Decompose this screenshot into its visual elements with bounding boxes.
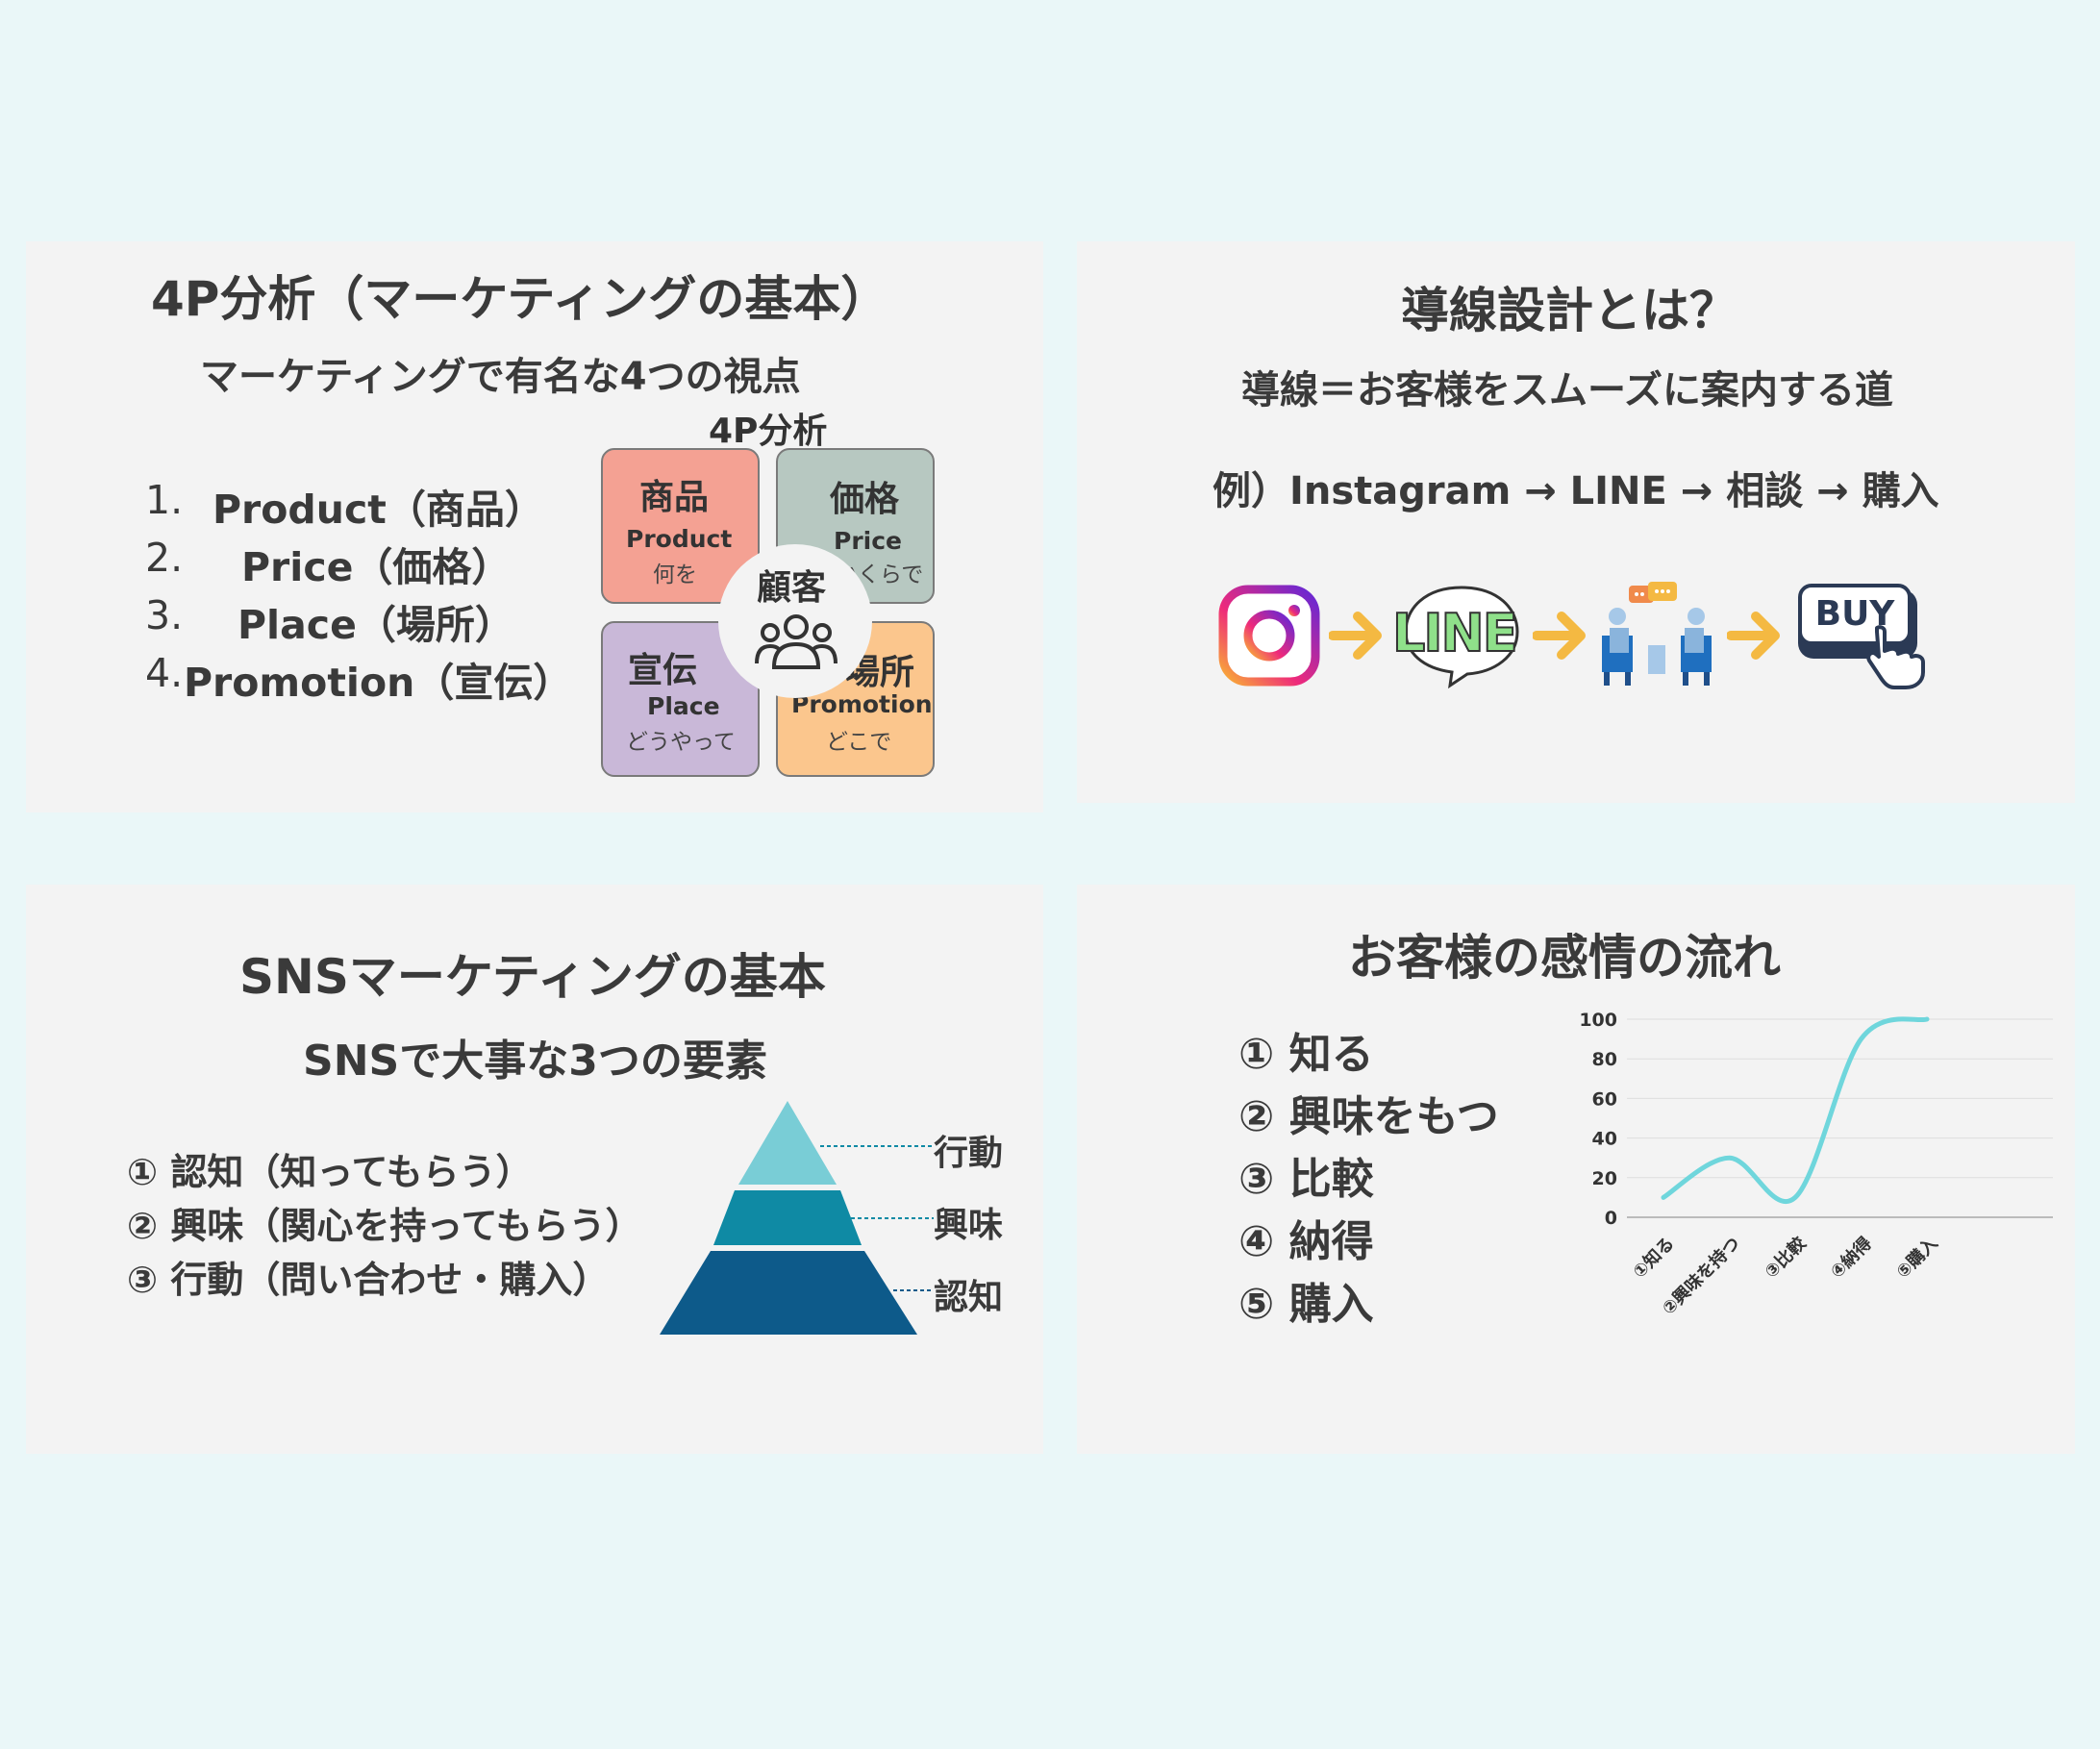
panel-title: 導線設計とは？ [1401, 283, 1738, 338]
emotion-step: ④ 納得 [1238, 1217, 1374, 1266]
list-number: 1. [145, 477, 184, 523]
arrow-right-icon [1533, 612, 1586, 660]
pyramid-middle-interest [713, 1190, 862, 1245]
list-item: Promotion（宣伝） [184, 660, 573, 706]
customer-circle: 顧客 [718, 544, 872, 698]
sns-item: ② 興味（関心を持ってもらう） [127, 1205, 642, 1247]
line-logo-text: LINE [1391, 602, 1519, 664]
panel-flow-design: 導線設計とは？ 導線＝お客様をスムーズに案内する道 例）Instagram → … [1077, 241, 2075, 803]
flow-example: 例）Instagram → LINE → 相談 → 購入 [1212, 469, 1939, 513]
sns-pyramid [660, 1101, 934, 1335]
diagram-title: 4P分析 [709, 412, 828, 451]
quadrant-title: 価格 [830, 480, 900, 519]
emotion-step: ③ 比較 [1238, 1155, 1374, 1204]
arrow-right-icon [1329, 612, 1382, 660]
quadrant-english: Place [647, 692, 720, 720]
arrow-right-icon [1727, 612, 1780, 660]
people-icon [755, 614, 838, 669]
list-item: Place（場所） [238, 602, 514, 648]
center-label: 顧客 [757, 568, 827, 608]
line-icon: LINE [1391, 582, 1529, 689]
quadrant-title: 宣伝 [628, 651, 698, 690]
panel-subtitle: マーケティングで有名な4つの視点 [200, 355, 801, 399]
emotion-step: ② 興味をもつ [1238, 1092, 1499, 1141]
y-tick-label: 100 [1579, 1010, 1617, 1031]
quadrant-japanese: 何を [653, 562, 697, 587]
panel-sns-marketing: SNSマーケティングの基本 SNSで大事な3つの要素 ① 認知（知ってもらう） … [26, 885, 1043, 1454]
quadrant-title: 商品 [639, 478, 710, 517]
list-number: 2. [145, 535, 184, 581]
pointer-hand-icon [1866, 625, 1925, 689]
list-number: 4. [145, 650, 184, 696]
panel-title: 4P分析（マーケティングの基本） [151, 271, 889, 327]
x-tick-label: ③比較 [1761, 1232, 1811, 1282]
sns-item: ③ 行動（問い合わせ・購入） [127, 1259, 610, 1301]
x-tick-label: ⑤購入 [1892, 1233, 1942, 1283]
emotion-step: ⑤ 購入 [1238, 1280, 1374, 1329]
quadrant-japanese: どこで [826, 730, 892, 755]
quadrant-english: Product [626, 525, 733, 553]
panel-title: お客様の感情の流れ [1348, 930, 1781, 986]
instagram-icon [1218, 585, 1320, 687]
list-number: 3. [145, 592, 184, 638]
buy-button-icon: BUY [1798, 584, 1942, 689]
quadrant-english: Price [834, 527, 902, 555]
pyramid-label-interest: 興味 [934, 1206, 1004, 1245]
series-line [1661, 1016, 1930, 1204]
four-p-diagram: 商品 Product 何を 価格 Price いくらで 宣伝 Place どうや… [601, 448, 966, 785]
list-item: Price（価格） [241, 544, 512, 590]
pyramid-top-action [738, 1101, 837, 1185]
consultation-icon [1602, 582, 1712, 686]
y-tick-label: 40 [1592, 1129, 1617, 1150]
pyramid-label-action: 行動 [934, 1134, 1004, 1173]
pyramid-bottom-awareness [660, 1251, 917, 1335]
quadrant-japanese: どうやって [626, 730, 736, 755]
y-tick-label: 0 [1605, 1208, 1617, 1229]
sns-item: ① 認知（知ってもらう） [127, 1151, 533, 1193]
panel-title: SNSマーケティングの基本 [239, 949, 826, 1005]
emotion-step: ① 知る [1238, 1030, 1374, 1079]
panel-subtitle: SNSで大事な3つの要素 [303, 1037, 767, 1086]
y-tick-label: 80 [1592, 1049, 1617, 1070]
pyramid-label-awareness: 認知 [934, 1278, 1004, 1317]
panel-customer-emotion: お客様の感情の流れ ① 知る ② 興味をもつ ③ 比較 ④ 納得 ⑤ 購入 0 2… [1077, 885, 2075, 1454]
panel-4p-analysis: 4P分析（マーケティングの基本） マーケティングで有名な4つの視点 4P分析 1… [26, 241, 1043, 812]
x-tick-label: ①知る [1629, 1233, 1679, 1283]
list-item: Product（商品） [212, 487, 544, 533]
y-tick-label: 20 [1592, 1168, 1617, 1189]
y-tick-label: 60 [1592, 1088, 1617, 1110]
x-tick-label: ④納得 [1826, 1233, 1876, 1283]
flow-definition: 導線＝お客様をスムーズに案内する道 [1241, 368, 1893, 412]
line-bubble-shape [1404, 586, 1519, 689]
